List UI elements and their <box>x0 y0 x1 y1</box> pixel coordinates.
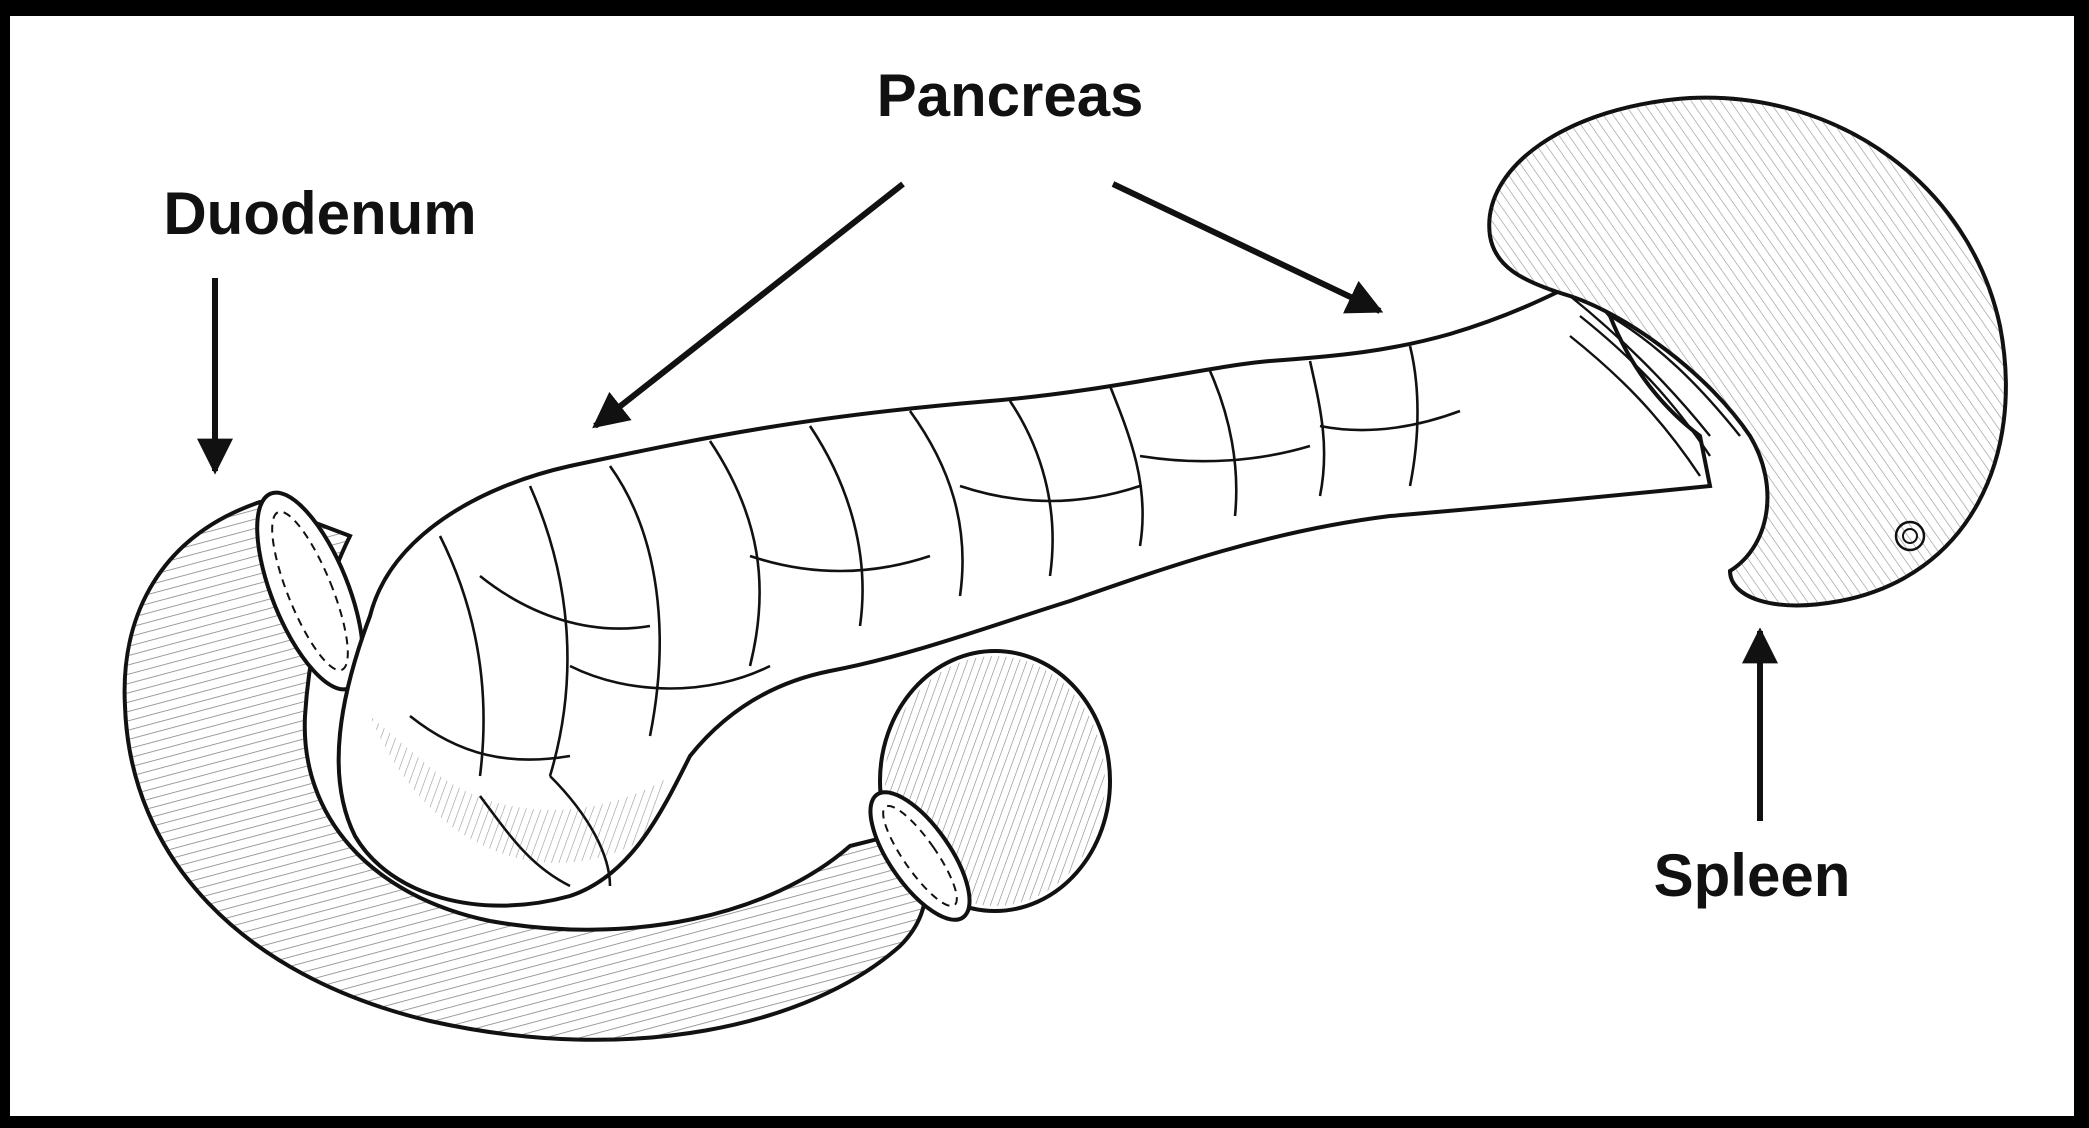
diagram-frame: Pancreas Duodenum Spleen <box>10 16 2074 1116</box>
anatomy-illustration: Pancreas Duodenum Spleen <box>10 16 2074 1116</box>
spleen-label: Spleen <box>1654 842 1851 909</box>
pancreas-head-arrow <box>595 184 903 426</box>
pancreas-tail-arrow <box>1113 184 1380 311</box>
duodenum-label: Duodenum <box>163 180 476 247</box>
pancreas-label: Pancreas <box>877 62 1144 129</box>
